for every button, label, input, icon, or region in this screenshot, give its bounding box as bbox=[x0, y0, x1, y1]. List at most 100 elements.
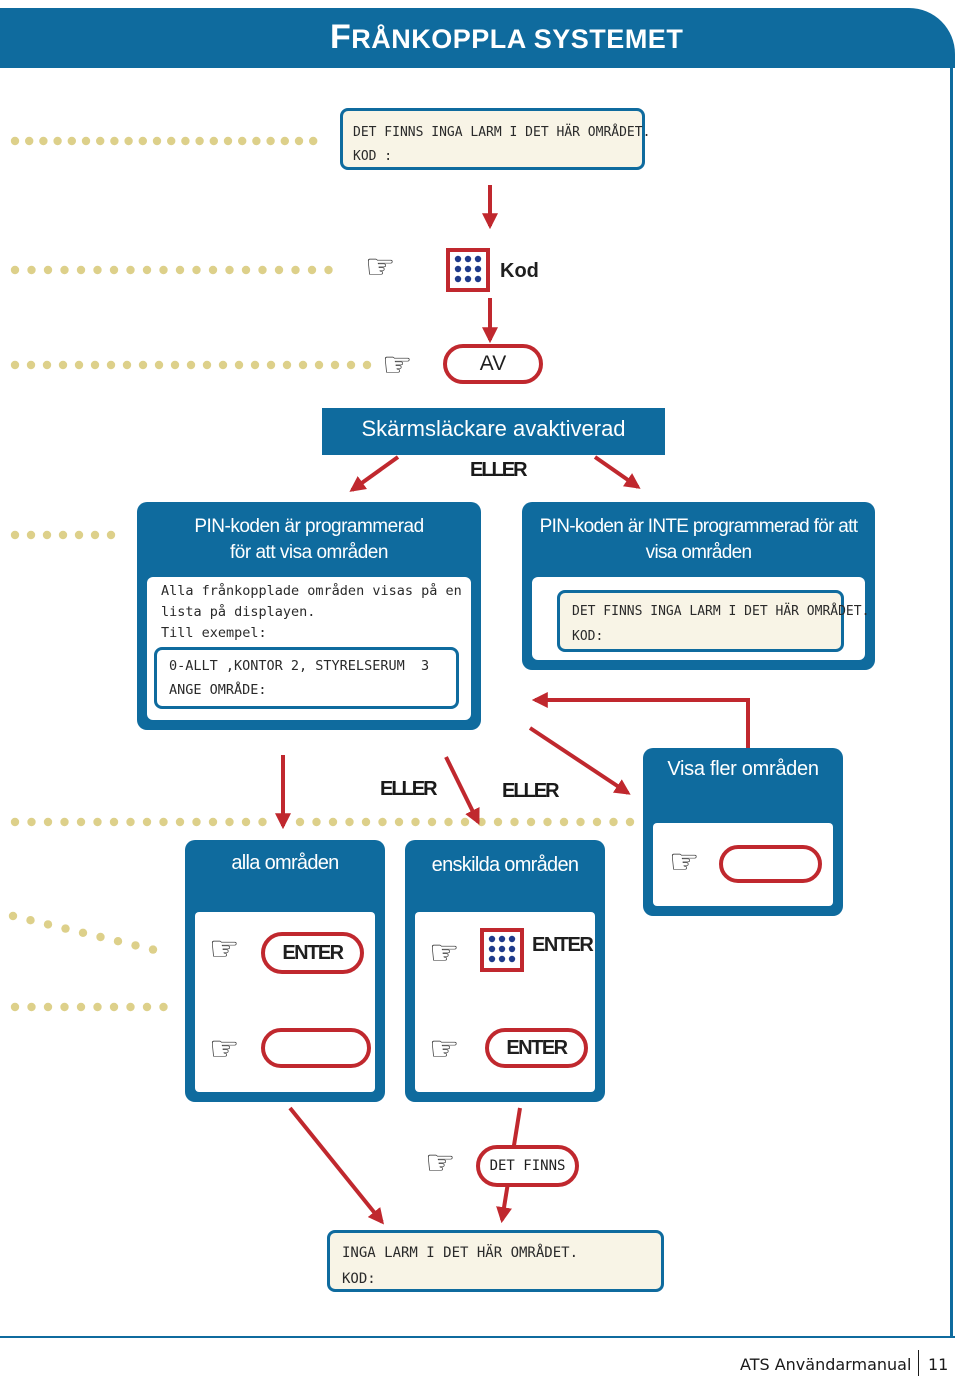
right-lcd-line2: KOD: bbox=[572, 629, 604, 644]
dot-leader bbox=[142, 817, 152, 827]
right-border-rule bbox=[950, 68, 953, 1338]
dot-leader bbox=[27, 1002, 36, 1012]
dot-leader bbox=[427, 817, 437, 827]
arrow-to-visa-fler bbox=[528, 726, 631, 795]
dot-leader bbox=[96, 932, 105, 942]
arrow-loop-back bbox=[531, 692, 750, 750]
dot-leader bbox=[298, 360, 308, 370]
det-finns-display: DET FINNS bbox=[476, 1145, 579, 1187]
dot-leader bbox=[60, 817, 69, 827]
dot-leader bbox=[81, 136, 91, 146]
dot-leader bbox=[195, 136, 204, 146]
enter-button[interactable]: ENTER bbox=[485, 1028, 588, 1068]
dot-leader bbox=[142, 1002, 152, 1012]
arrow-alla-to-bottom bbox=[288, 1106, 385, 1225]
dot-leader bbox=[43, 817, 53, 827]
hand-pointer-icon: ☞ bbox=[365, 247, 396, 287]
header-bar bbox=[0, 8, 955, 68]
dot-leader bbox=[27, 817, 36, 827]
dot-leader bbox=[122, 360, 132, 370]
dot-leader bbox=[576, 817, 585, 827]
dot-leader bbox=[138, 136, 147, 146]
dot-leader bbox=[294, 136, 304, 146]
dot-leader bbox=[411, 817, 420, 827]
dot-leader bbox=[592, 817, 602, 827]
dot-leader bbox=[266, 360, 276, 370]
dot-leader bbox=[241, 817, 251, 827]
dot-leader bbox=[225, 265, 234, 275]
enter-label: ENTER bbox=[532, 934, 594, 956]
dot-leader bbox=[26, 530, 36, 540]
dot-leader bbox=[43, 265, 53, 275]
arrow-to-right-panel bbox=[593, 455, 641, 489]
dot-leader bbox=[159, 1002, 168, 1012]
lcd-top-line2: KOD : bbox=[353, 149, 393, 164]
eller-label: ELLER bbox=[502, 780, 560, 802]
visa-fler-panel: Visa fler områden ☞ Frånkoppla bbox=[643, 748, 843, 916]
dot-leader bbox=[154, 360, 164, 370]
dot-leader bbox=[238, 136, 247, 146]
dot-leader bbox=[330, 360, 340, 370]
dot-leader bbox=[241, 265, 251, 275]
right-panel-title-line1: PIN-koden är INTE programmerad för att bbox=[539, 516, 858, 537]
dot-leader-row-1 bbox=[8, 136, 635, 1012]
dot-leader bbox=[109, 265, 119, 275]
dot-leader bbox=[208, 817, 218, 827]
dot-leader bbox=[223, 136, 233, 146]
keypad-icon[interactable] bbox=[480, 928, 524, 972]
left-panel-title-line2: för att visa områden bbox=[230, 542, 388, 563]
dot-leader bbox=[10, 817, 20, 827]
left-lcd-line2: ANGE OMRÅDE: bbox=[169, 682, 267, 698]
dot-leader bbox=[559, 817, 569, 827]
eller-label: ELLER bbox=[380, 778, 438, 800]
dot-leader bbox=[625, 817, 635, 827]
dot-leader bbox=[282, 360, 292, 370]
dot-leader bbox=[58, 530, 68, 540]
dot-leader bbox=[61, 924, 70, 933]
dot-leader bbox=[10, 530, 20, 540]
dot-leader bbox=[25, 136, 34, 146]
dot-leader bbox=[159, 817, 168, 827]
dot-leader bbox=[202, 360, 212, 370]
dot-leader bbox=[280, 136, 289, 146]
dot-leader bbox=[192, 817, 201, 827]
footer-divider bbox=[918, 1350, 919, 1376]
left-body-line2: lista på displayen. bbox=[161, 604, 316, 620]
dot-leader bbox=[124, 136, 133, 146]
frankoppla-button[interactable]: Frånkoppla bbox=[261, 1028, 371, 1068]
visa-fler-title: Visa fler områden bbox=[667, 758, 819, 780]
dot-leader bbox=[93, 1002, 102, 1012]
av-button[interactable]: AV bbox=[443, 344, 543, 384]
dot-leader bbox=[526, 817, 536, 827]
left-panel-lcd: 0-ALLT ,KONTOR 2, STYRELSERUM 3 ANGE OMR… bbox=[154, 647, 459, 709]
dot-leader bbox=[309, 136, 318, 146]
keypad-icon[interactable] bbox=[446, 248, 490, 292]
dot-leader bbox=[142, 265, 152, 275]
dot-leader bbox=[346, 360, 356, 370]
hand-pointer-icon: ☞ bbox=[425, 1143, 456, 1183]
right-lcd-line1: DET FINNS INGA LARM I DET HÄR OMRÅDET. bbox=[572, 604, 870, 619]
dot-leader bbox=[10, 265, 20, 275]
dot-leaders bbox=[8, 136, 635, 1012]
dot-leader bbox=[543, 817, 552, 827]
dot-leader bbox=[175, 265, 185, 275]
dot-leader bbox=[93, 817, 102, 827]
dot-leader bbox=[74, 360, 84, 370]
dot-leader bbox=[131, 941, 140, 950]
dot-leader bbox=[258, 817, 267, 827]
dot-leader bbox=[328, 817, 338, 827]
dot-leader bbox=[27, 265, 36, 275]
enter-button[interactable]: ENTER bbox=[261, 932, 364, 974]
dot-leader bbox=[378, 817, 387, 827]
dot-leader bbox=[209, 136, 218, 146]
dot-leader bbox=[76, 265, 86, 275]
dot-leader bbox=[159, 265, 168, 275]
dot-leader bbox=[345, 817, 354, 827]
dot-leader bbox=[307, 265, 317, 275]
hand-pointer-icon: ☞ bbox=[429, 1029, 460, 1069]
dot-leader bbox=[90, 530, 100, 540]
dot-leader bbox=[74, 530, 84, 540]
frankoppla-button[interactable]: Frånkoppla bbox=[719, 845, 822, 883]
alla-title: alla områden bbox=[231, 852, 339, 874]
